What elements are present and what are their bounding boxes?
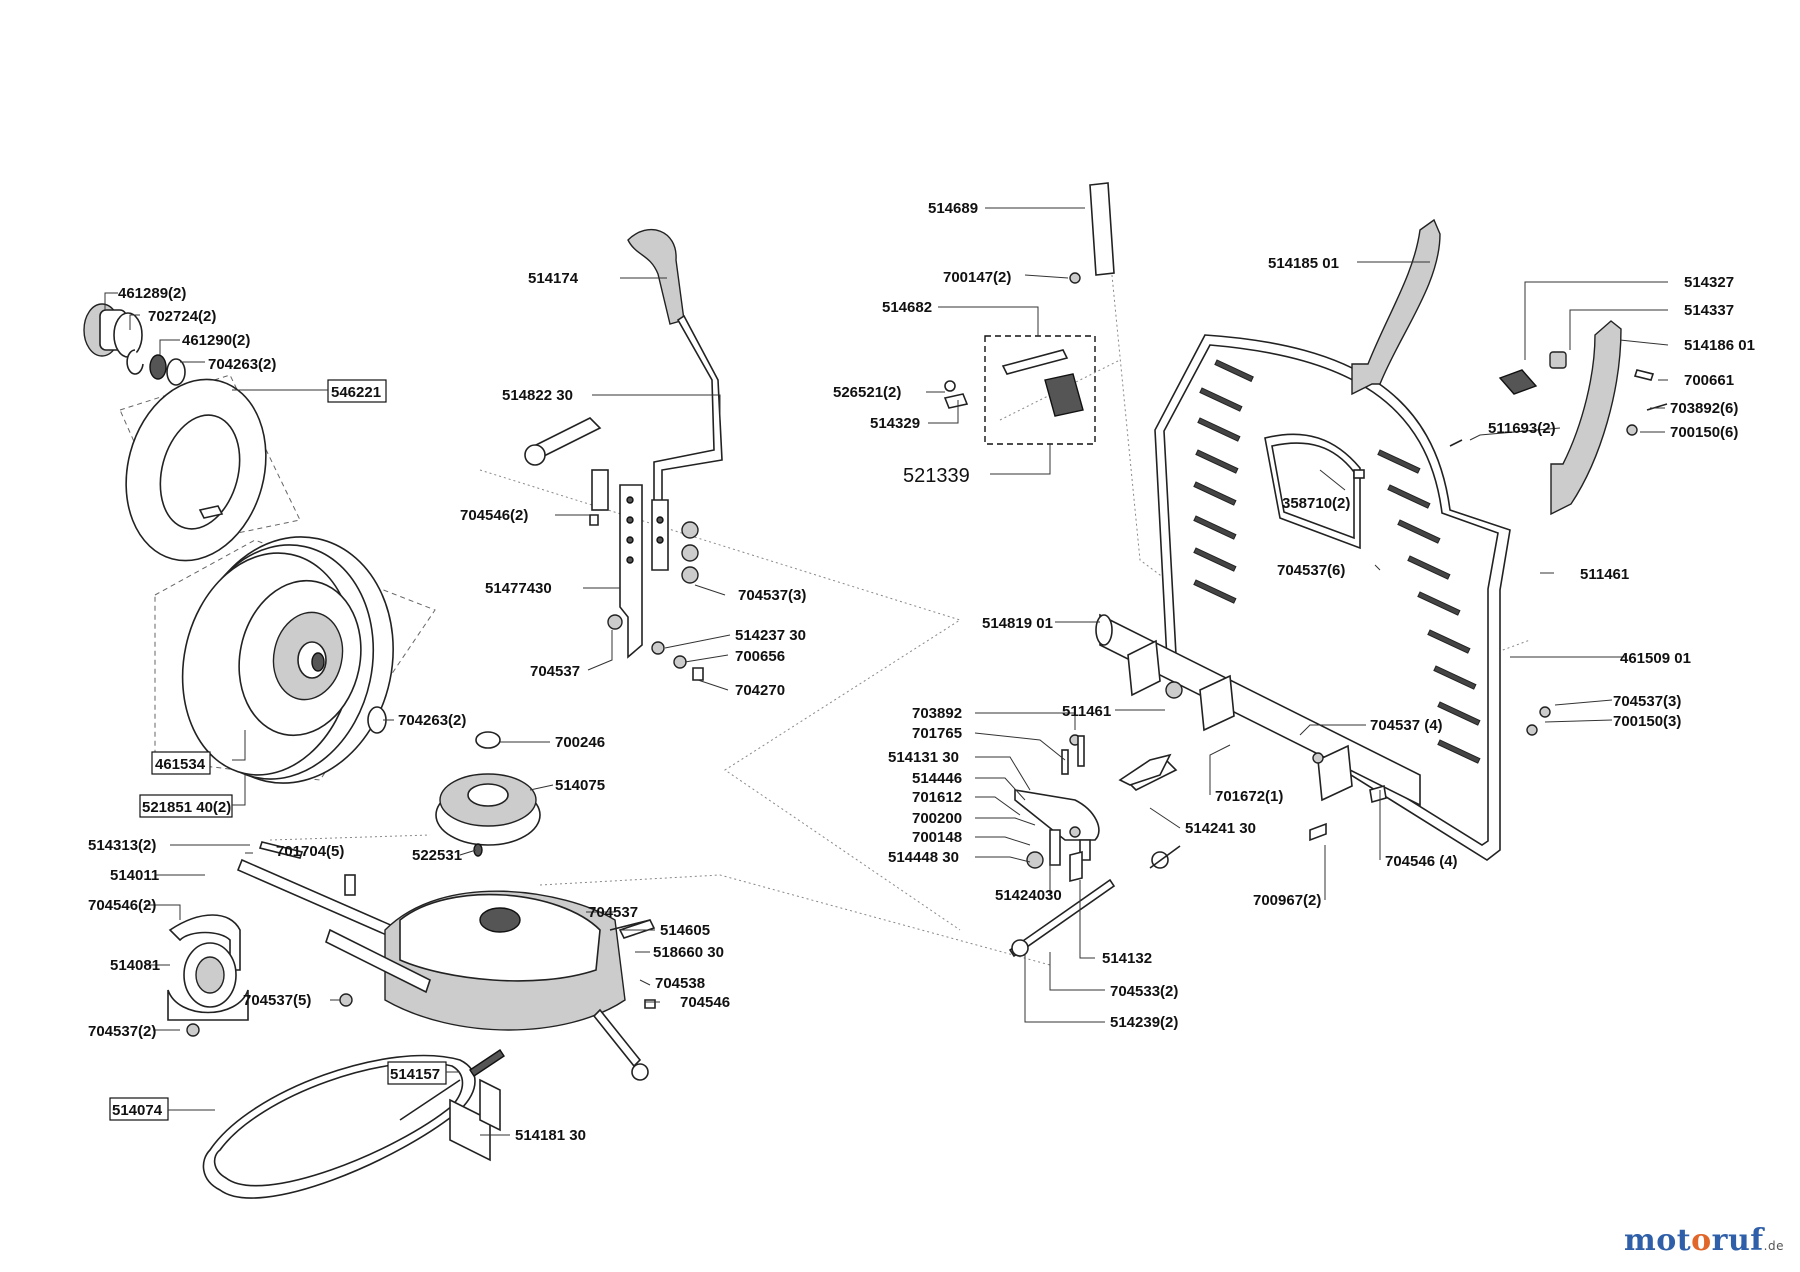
label-704263-a: 704263(2) (208, 356, 276, 373)
label-701765: 701765 (912, 725, 962, 742)
label-514337: 514337 (1684, 302, 1734, 319)
label-514011: 514011 (110, 867, 159, 884)
label-514313: 514313(2) (88, 837, 156, 854)
label-boxes (109, 379, 447, 1121)
label-514132: 514132 (1102, 950, 1152, 967)
leader-lines (104, 207, 1669, 1136)
label-514682: 514682 (882, 299, 932, 316)
label-514822: 514822 30 (502, 387, 573, 404)
label-704537-a: 704537 (530, 663, 580, 680)
wheel-bearing-parts (83, 303, 186, 386)
label-700661: 700661 (1684, 372, 1734, 389)
label-526521: 526521(2) (833, 384, 901, 401)
label-704546-a: 704546(2) (460, 507, 528, 524)
label-521339: 521339 (903, 465, 970, 487)
label-514239: 514239(2) (1110, 1014, 1178, 1031)
panel-vent-slots (1193, 359, 1481, 764)
label-701704: 701704(5) (276, 843, 344, 860)
label-518660: 518660 30 (653, 944, 724, 961)
seat-switch-parts (943, 182, 1115, 445)
rear-bar (1095, 613, 1421, 807)
label-461289: 461289(2) (118, 285, 186, 302)
label-511693: 511693(2) (1488, 420, 1556, 437)
label-514174: 514174 (528, 270, 579, 287)
label-700147: 700147(2) (943, 269, 1011, 286)
label-514329: 514329 (870, 415, 920, 432)
label-514689: 514689 (928, 200, 978, 217)
label-704537-3a: 704537(3) (738, 587, 806, 604)
label-514157: 514157 (390, 1066, 440, 1083)
label-514081: 514081 (110, 957, 160, 974)
label-704546-4: 704546 (4) (1385, 853, 1458, 870)
label-521851: 521851 40(2) (142, 799, 231, 816)
label-704537-6: 704537(6) (1277, 562, 1345, 579)
label-511461-a: 511461 (1580, 566, 1629, 583)
label-461509: 461509 01 (1620, 650, 1691, 667)
label-704263-b: 704263(2) (398, 712, 466, 729)
tyre-tube (125, 378, 267, 562)
label-514241: 514241 30 (1185, 820, 1256, 837)
label-704533: 704533(2) (1110, 983, 1178, 1000)
label-704270: 704270 (735, 682, 785, 699)
label-358710: 358710(2) (1282, 495, 1350, 512)
label-704537-b: 704537 (588, 904, 638, 921)
label-704537-2: 704537(2) (88, 1023, 156, 1040)
label-511461-b: 511461 (1062, 703, 1111, 720)
label-703892-6: 703892(6) (1670, 400, 1738, 417)
label-514075: 514075 (555, 777, 605, 794)
label-461534: 461534 (155, 756, 206, 773)
label-700967: 700967(2) (1253, 892, 1321, 909)
label-461290: 461290(2) (182, 332, 250, 349)
label-514605: 514605 (660, 922, 710, 939)
label-700246: 700246 (555, 734, 605, 751)
seat-plate-panel (1154, 334, 1511, 861)
drive-belt (202, 1049, 505, 1199)
brake-linkage (1008, 706, 1551, 958)
label-704546-c: 704546 (680, 994, 730, 1011)
label-704538: 704538 (655, 975, 705, 992)
label-546221: 546221 (331, 384, 381, 401)
label-704546-b: 704546(2) (88, 897, 156, 914)
label-700150-3: 700150(3) (1613, 713, 1681, 730)
label-514185: 514185 01 (1268, 255, 1339, 272)
label-514181: 514181 30 (515, 1127, 586, 1144)
label-704537-4: 704537 (4) (1370, 717, 1443, 734)
label-704537-5: 704537(5) (243, 992, 311, 1009)
label-514327: 514327 (1684, 274, 1734, 291)
label-700656: 700656 (735, 648, 785, 665)
label-702724: 702724(2) (148, 308, 216, 325)
seat-brackets (1351, 218, 1668, 516)
part-labels: 461289(2) 702724(2) 461290(2) 704263(2) … (88, 200, 1755, 1144)
brand-logo: motoruf.de (1624, 1223, 1784, 1258)
label-703892: 703892 (912, 705, 962, 722)
label-514237: 514237 30 (735, 627, 806, 644)
gear-shift-lever (524, 229, 723, 681)
label-700200: 700200 (912, 810, 962, 827)
pulley-and-transmission (167, 731, 656, 1081)
label-514446: 514446 (912, 770, 962, 787)
label-514448: 514448 30 (888, 849, 959, 866)
label-51477430: 51477430 (485, 580, 552, 597)
label-514186: 514186 01 (1684, 337, 1755, 354)
label-701672: 701672(1) (1215, 788, 1283, 805)
label-522531: 522531 (412, 847, 462, 864)
label-704537-3b: 704537(3) (1613, 693, 1681, 710)
label-514131: 514131 30 (888, 749, 959, 766)
label-701612: 701612 (912, 789, 962, 806)
wheel-with-tyre (181, 536, 394, 784)
label-51424030: 51424030 (995, 887, 1062, 904)
label-700148: 700148 (912, 829, 962, 846)
label-700150-6: 700150(6) (1670, 424, 1738, 441)
label-514074: 514074 (112, 1102, 163, 1119)
label-514819: 514819 01 (982, 615, 1053, 632)
